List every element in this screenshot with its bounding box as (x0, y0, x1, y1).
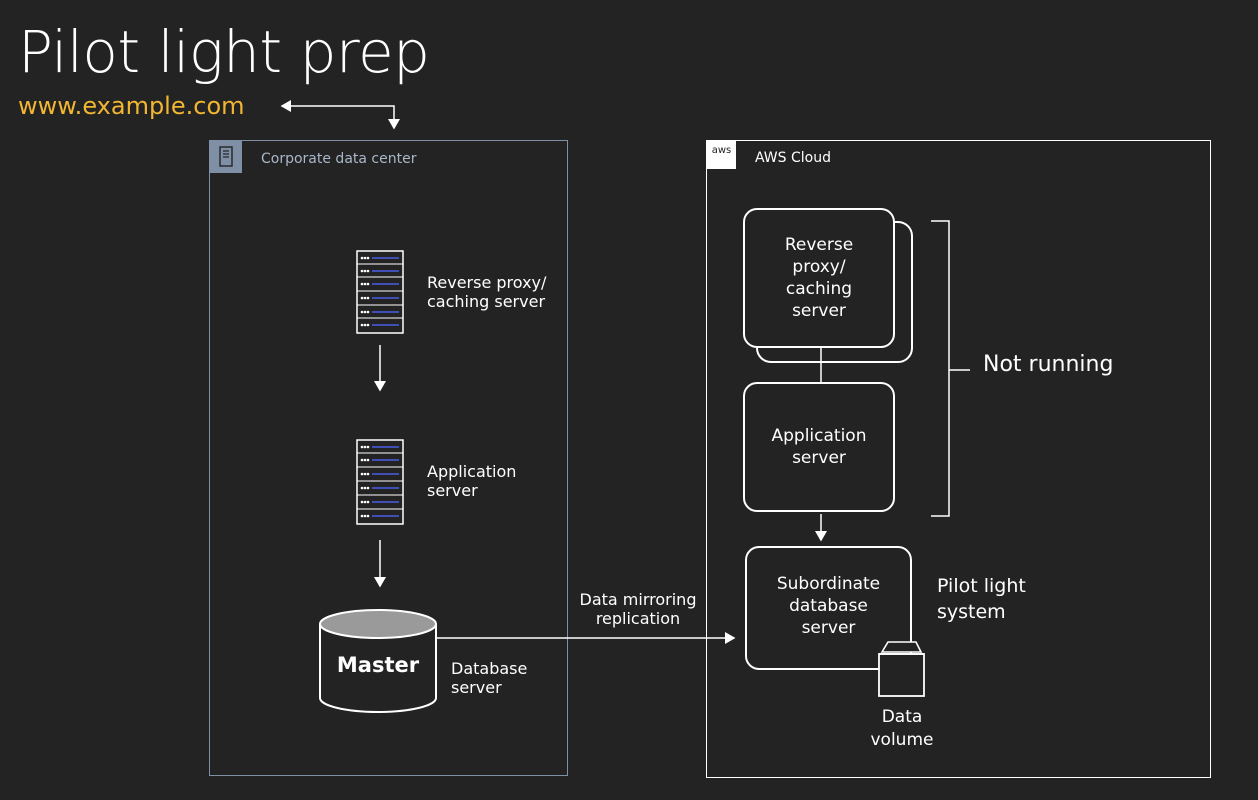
aws-application-box: Application server (743, 382, 895, 512)
master-label: Master (336, 653, 420, 677)
aws-cloud-group (706, 140, 1211, 778)
pilot-light-label: Pilot light system (937, 575, 1026, 623)
data-volume-label: Data volume (870, 707, 934, 750)
corporate-data-center-label: Corporate data center (261, 151, 417, 167)
application-server-icon (356, 439, 404, 525)
database-server-label: Database server (451, 659, 528, 697)
corporate-data-center-group (209, 140, 568, 776)
not-running-bracket (931, 220, 950, 517)
application-server-label: Application server (427, 462, 517, 500)
replication-label: Data mirroring replication (579, 590, 697, 628)
aws-reverse-proxy-label: Reverse proxy/ caching server (784, 235, 854, 321)
aws-cloud-label: AWS Cloud (755, 150, 831, 166)
url-label[interactable]: www.example.com (18, 92, 245, 120)
corporate-data-center-icon (209, 140, 242, 173)
url-arrow-down (388, 105, 400, 130)
aws-application-label: Application server (771, 426, 867, 468)
master-database-icon (319, 609, 437, 713)
reverse-proxy-label: Reverse proxy/ caching server (427, 273, 547, 311)
aws-reverse-proxy-box: Reverse proxy/ caching server (743, 208, 895, 348)
page-title: Pilot light prep (18, 18, 430, 86)
not-running-label: Not running (983, 352, 1114, 377)
reverse-proxy-server-icon (356, 250, 404, 334)
aws-subordinate-db-label: Subordinate database server (776, 574, 881, 638)
aws-logo-icon: aws (707, 141, 736, 169)
